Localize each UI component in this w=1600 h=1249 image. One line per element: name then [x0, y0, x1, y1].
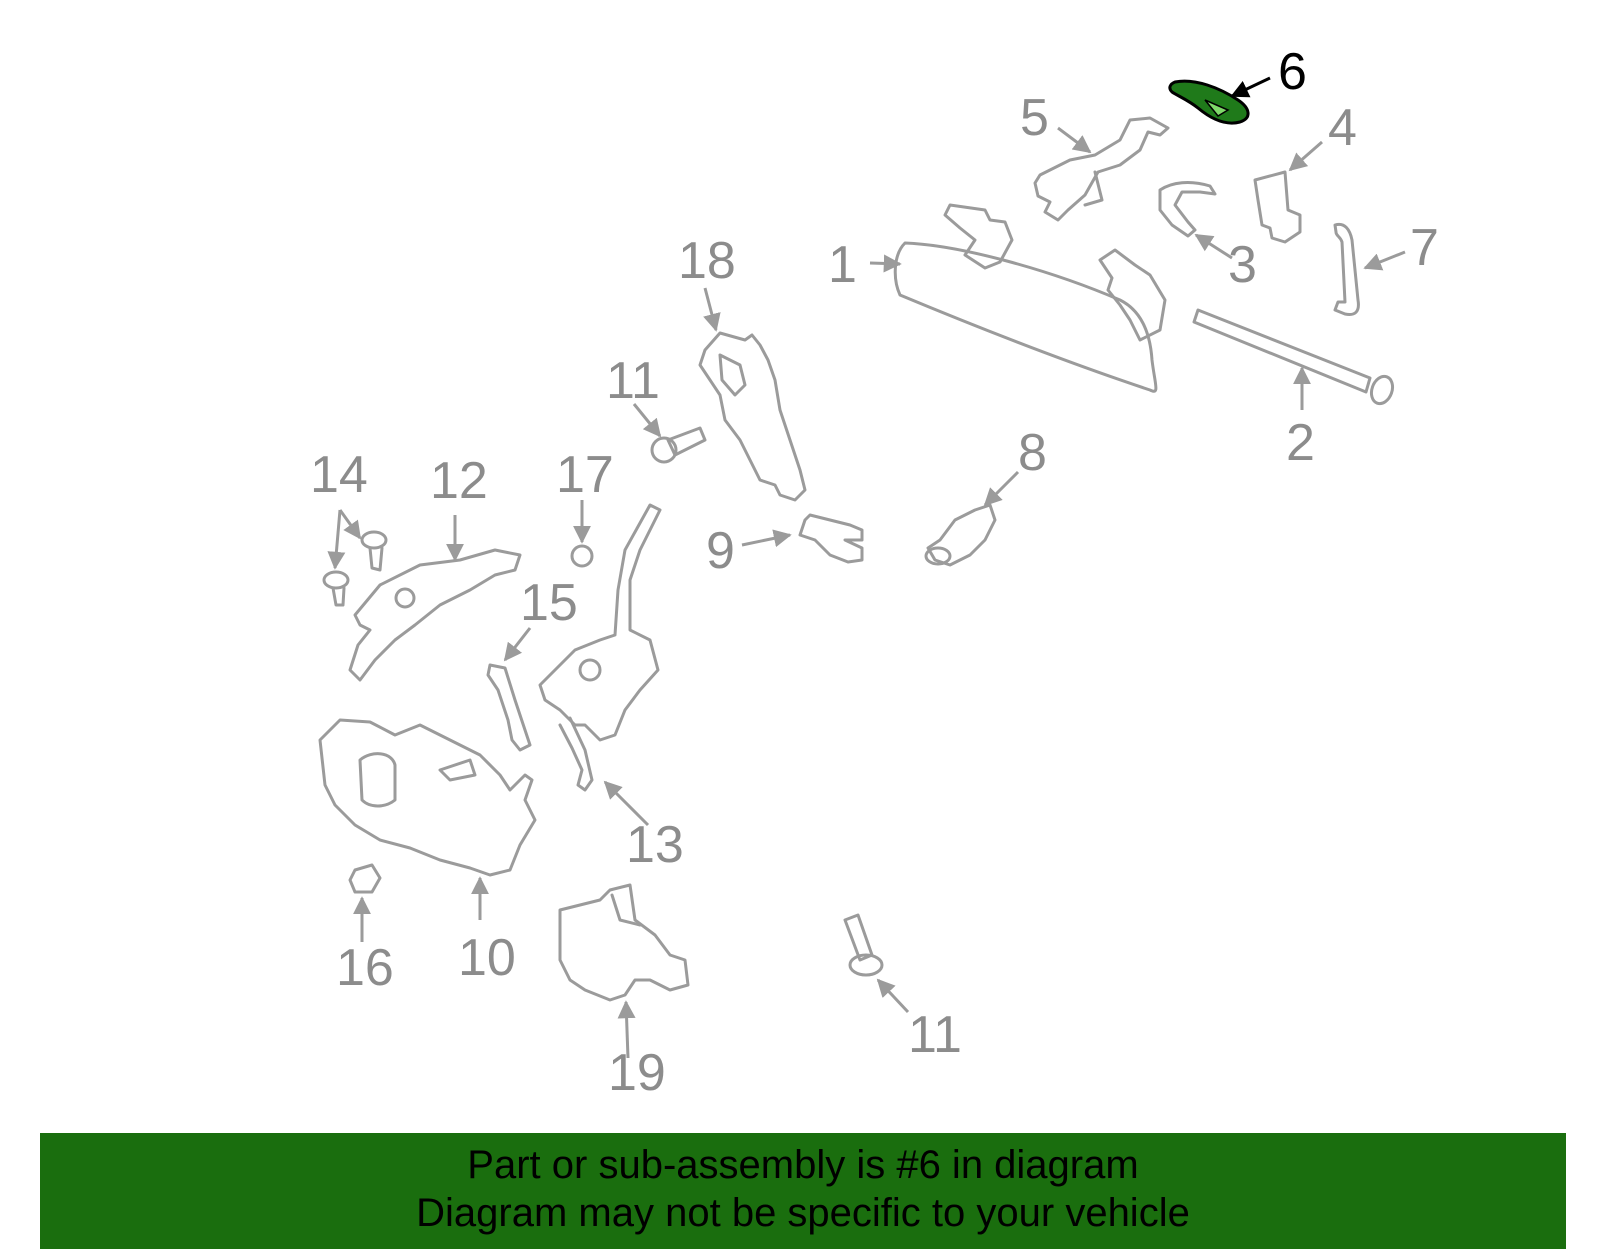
part-1[interactable]: 1 — [828, 203, 1167, 393]
callout-8: 8 — [1018, 424, 1047, 482]
part-13[interactable]: 13 — [538, 503, 684, 874]
part-11-lower[interactable]: 11 — [843, 913, 962, 1064]
callout-3: 3 — [1228, 236, 1257, 294]
part-18[interactable]: 18 — [678, 232, 807, 502]
callout-18: 18 — [678, 232, 736, 290]
parts-diagram: 6 5 4 3 7 1 2 — [310, 43, 1439, 1102]
part-11-upper[interactable]: 11 — [606, 352, 707, 464]
part-12[interactable]: 12 — [348, 452, 522, 682]
part-14[interactable]: 14 — [310, 446, 388, 607]
callout-5: 5 — [1020, 89, 1049, 147]
callout-19: 19 — [608, 1044, 666, 1102]
part-8[interactable]: 8 — [924, 424, 1047, 567]
part-4[interactable]: 4 — [1253, 99, 1357, 244]
callout-4: 4 — [1328, 99, 1357, 157]
callout-6-arrow — [1230, 76, 1271, 98]
part-5[interactable]: 5 — [1020, 89, 1170, 222]
part-7[interactable]: 7 — [1333, 219, 1439, 316]
callout-17: 17 — [556, 446, 614, 504]
callout-11a: 11 — [606, 352, 660, 410]
callout-7: 7 — [1410, 219, 1439, 277]
info-banner: Part or sub-assembly is #6 in diagram Di… — [40, 1133, 1566, 1249]
banner-line-2: Diagram may not be specific to your vehi… — [416, 1191, 1190, 1235]
part-6-highlighted[interactable]: 6 — [1168, 43, 1307, 125]
callout-11b: 11 — [908, 1006, 962, 1064]
callout-1: 1 — [828, 236, 857, 294]
callout-13: 13 — [626, 816, 684, 874]
callout-12: 12 — [430, 452, 488, 510]
part-15[interactable]: 15 — [486, 574, 578, 752]
callout-10: 10 — [458, 929, 516, 987]
callout-15: 15 — [520, 574, 578, 632]
part-3[interactable]: 3 — [1158, 181, 1257, 294]
callout-6: 6 — [1278, 43, 1307, 101]
part-9[interactable]: 9 — [706, 513, 864, 580]
callout-14: 14 — [310, 446, 368, 504]
callout-9: 9 — [706, 522, 735, 580]
callout-2: 2 — [1286, 414, 1315, 472]
part-16[interactable]: 16 — [336, 863, 394, 997]
part-19[interactable]: 19 — [558, 883, 690, 1102]
part-17[interactable]: 17 — [556, 446, 614, 568]
part-10[interactable]: 10 — [318, 718, 537, 987]
callout-16: 16 — [336, 939, 394, 997]
part-2[interactable]: 2 — [1192, 308, 1396, 472]
banner-line-1: Part or sub-assembly is #6 in diagram — [467, 1143, 1139, 1187]
